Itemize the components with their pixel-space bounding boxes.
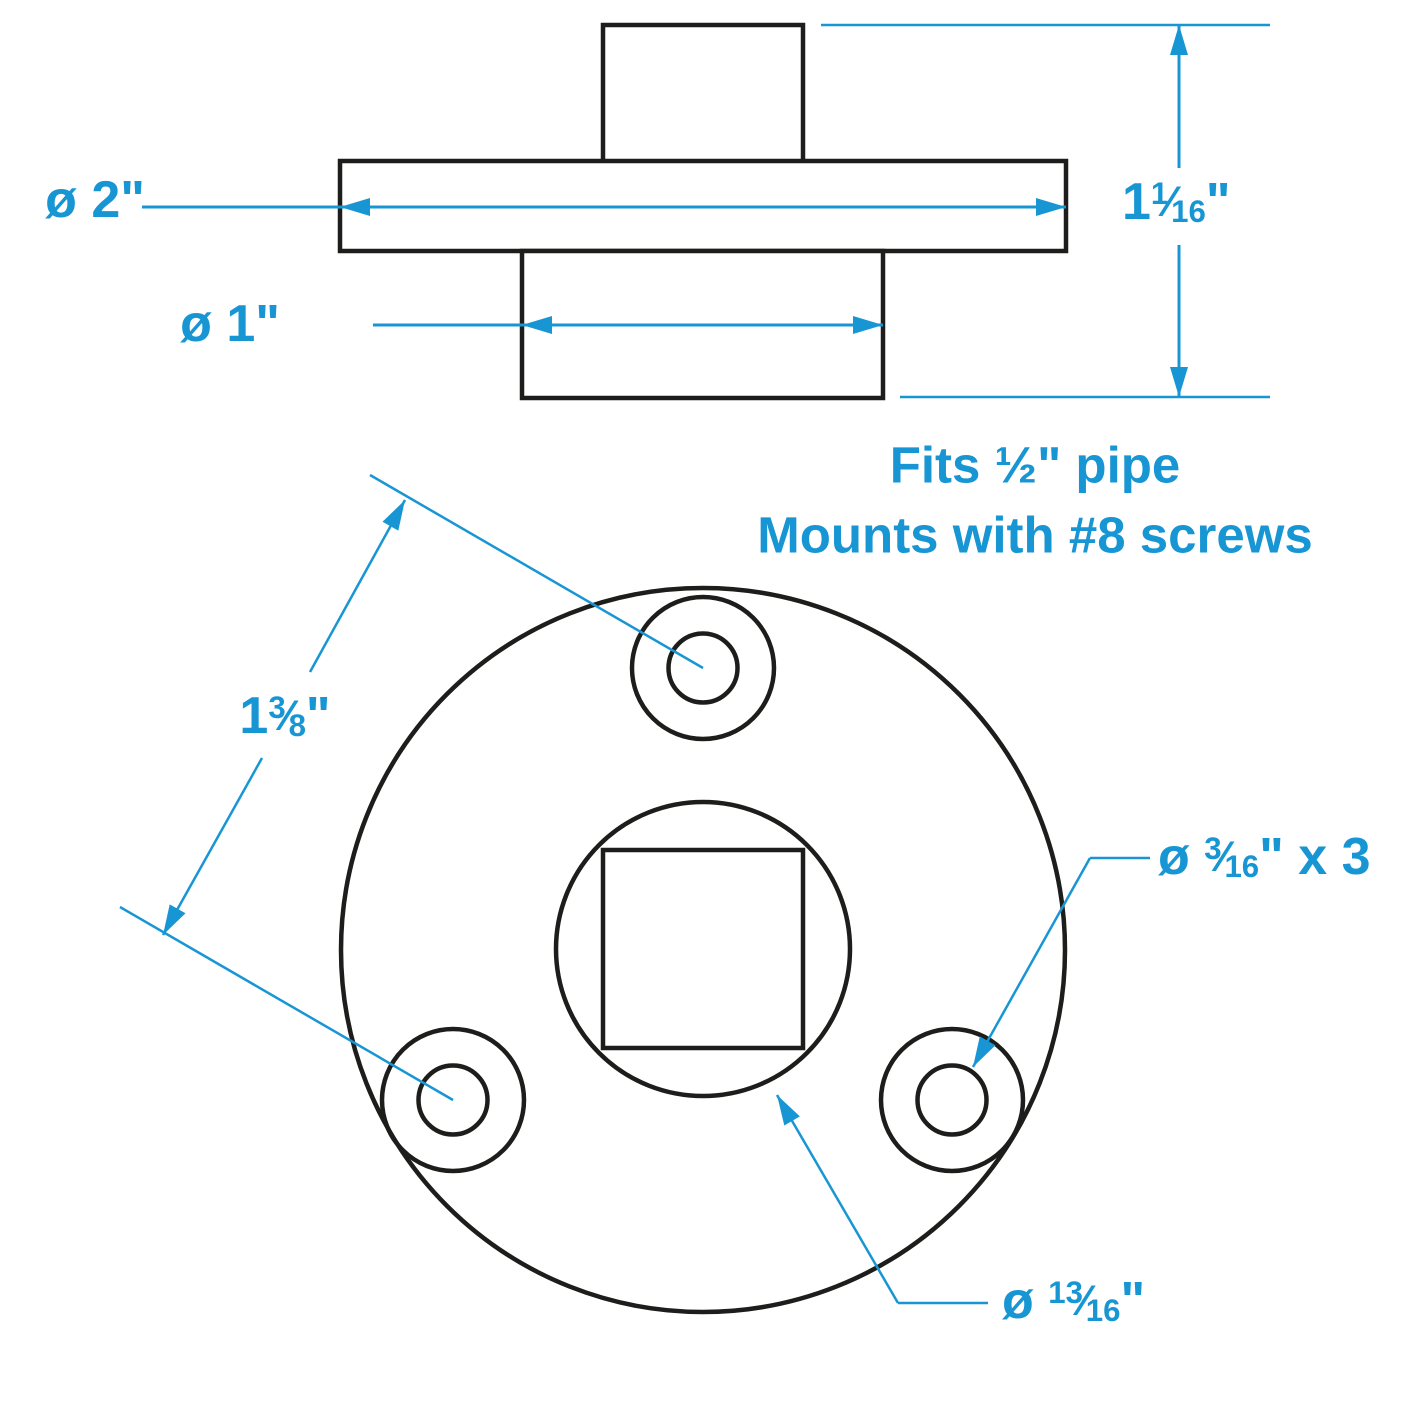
arrowhead (382, 500, 405, 531)
spacing-dimline-lower (161, 757, 264, 936)
dim-unit: " (1205, 173, 1231, 231)
arrowhead (853, 316, 883, 334)
spacing-ext-line-top (369, 473, 704, 670)
fraction-slash: ⁄ (1219, 833, 1227, 882)
mount-hole-left-countersink (379, 1026, 527, 1174)
dim-denominator: 8 (288, 708, 306, 744)
mount-hole-top-countersink (629, 594, 777, 742)
arrowhead (163, 904, 186, 935)
flange-face-circle (338, 585, 1068, 1315)
dim-denominator: 16 (1085, 1293, 1121, 1329)
dim-suffix: " (1120, 1272, 1146, 1330)
caption-line-2: Mounts with #8 screws (757, 507, 1313, 564)
dim-suffix: " x 3 (1259, 828, 1371, 886)
dim-unit: " (305, 687, 331, 745)
dim-denominator: 16 (1224, 849, 1260, 885)
hole-spacing-label: 13⁄8" (239, 686, 330, 746)
mount-hole-left-bore (416, 1063, 490, 1137)
arrowhead (1170, 25, 1188, 55)
arrowhead (777, 1095, 800, 1126)
mount-hole-diameter-label: ø 3⁄16" x 3 (1158, 827, 1371, 887)
arrowhead (1170, 367, 1188, 397)
side-view-pipe-stub (600, 22, 806, 165)
socket-diameter-label: ø 1" (180, 295, 280, 353)
spacing-ext-line-left (119, 905, 454, 1102)
mount-hole-leader-diagonal (971, 857, 1092, 1068)
dim-numerator: 13 (1048, 1275, 1083, 1311)
center-bore-leader-diagonal (775, 1094, 900, 1304)
arrowhead (1036, 198, 1066, 216)
mount-hole-right-bore (915, 1063, 989, 1137)
caption-note: Fits ½" pipe Mounts with #8 screws (757, 431, 1312, 572)
dim-numerator: 3 (1204, 831, 1222, 867)
caption-line-1: Fits ½" pipe (889, 436, 1181, 494)
dim-whole: 1 (1122, 173, 1151, 231)
fraction-slash: ⁄ (283, 692, 291, 741)
mount-hole-right-countersink (878, 1026, 1026, 1174)
dim-numerator: 3 (268, 690, 286, 726)
flange-diameter-label: ø 2" (45, 171, 145, 229)
dim-denominator: 16 (1171, 194, 1206, 230)
arrowhead (340, 198, 370, 216)
dim-prefix: ø (1158, 828, 1205, 886)
fraction-slash: ⁄ (1166, 178, 1174, 227)
square-socket (600, 847, 806, 1051)
fraction-slash: ⁄ (1080, 1277, 1088, 1326)
arrowhead (522, 316, 552, 334)
spacing-dimline-upper (308, 499, 407, 673)
dim-whole: 1 (239, 687, 269, 745)
dim-prefix: ø (1002, 1272, 1049, 1330)
dim-numerator: 1 (1150, 176, 1169, 212)
mount-hole-top-bore (666, 631, 740, 705)
height-dimension-label: 11⁄16" (1122, 172, 1231, 232)
center-bore-circle (553, 799, 853, 1099)
arrowhead (973, 1036, 996, 1067)
center-bore-diameter-label: ø 13⁄16" (1002, 1271, 1145, 1331)
